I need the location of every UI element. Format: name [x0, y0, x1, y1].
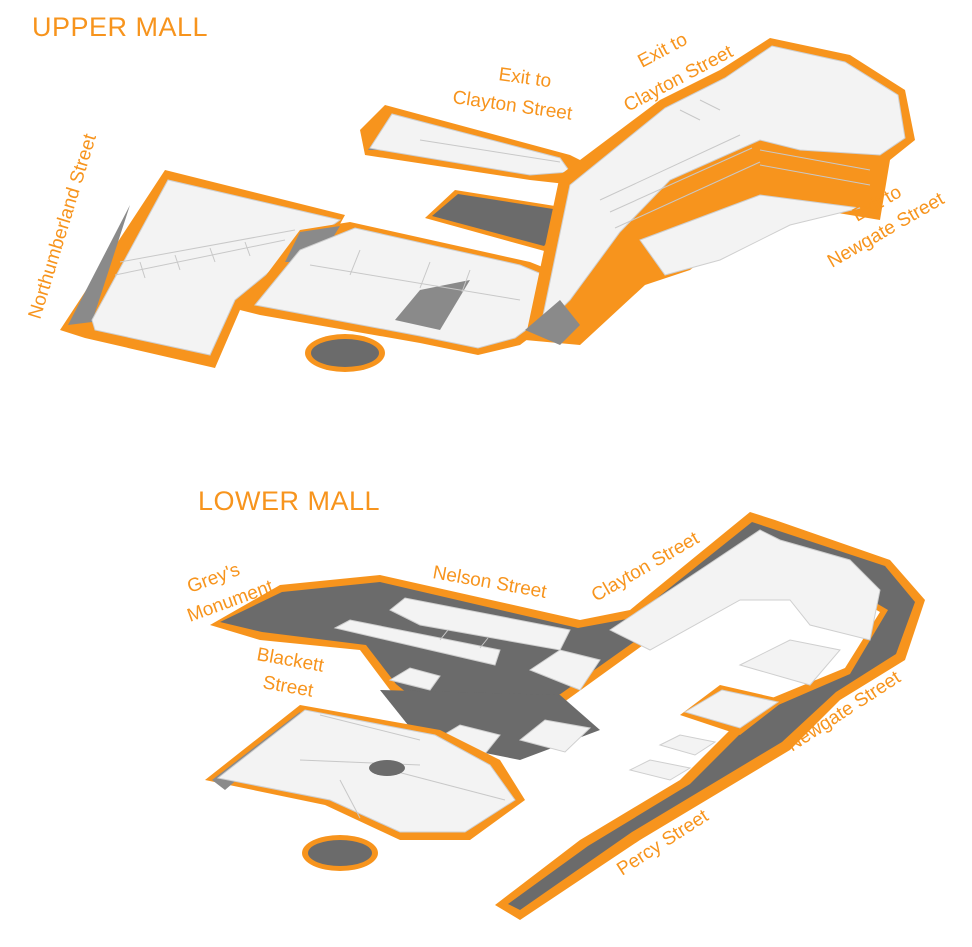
upper-atrium: [425, 190, 580, 252]
lower-mall-plan: LOWER MALL: [185, 486, 925, 920]
upper-mall-title: UPPER MALL: [32, 12, 208, 42]
upper-mall-plan: UPPER MALL: [25, 12, 949, 372]
upper-left-block: [60, 170, 345, 368]
label-blackett-b: Street: [261, 672, 315, 702]
lower-nelson-shops: [333, 597, 571, 691]
label-exit-clayton-1b: Clayton Street: [451, 87, 574, 125]
lower-newgate-block: [433, 529, 881, 781]
upper-arcade: [525, 38, 915, 345]
lower-mall-title: LOWER MALL: [198, 486, 380, 516]
lower-rotunda: [302, 835, 378, 871]
upper-rotunda: [305, 334, 385, 372]
upper-center-block: [240, 222, 595, 355]
upper-clayton-block: [360, 105, 590, 185]
lower-blackett-block: [205, 705, 525, 840]
label-exit-clayton-1a: Exit to: [497, 64, 552, 92]
